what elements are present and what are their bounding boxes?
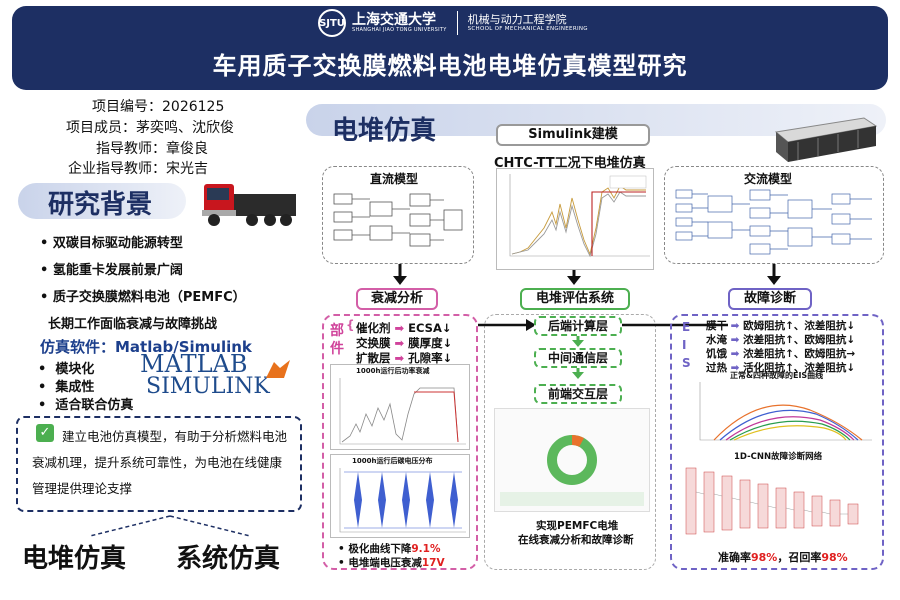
bg-bullet-2: • 氢能重卡发展前景广阔 [40, 263, 183, 278]
project-advisor: 指导教师：章俊良 [96, 141, 208, 157]
fault-diagnosis-label: 故障诊断 [728, 288, 812, 310]
footer-stack-sim: 电堆仿真 [22, 544, 127, 574]
deg-row-2: 交换膜 ➡ 膜厚度↓ [356, 336, 453, 350]
arrow-layer-2 [572, 368, 584, 379]
conclusion-box [16, 416, 302, 512]
bg-bullet-4: 长期工作面临衰减与故障挑战 [48, 317, 218, 332]
software-line: 仿真软件：Matlab/Simulink [40, 338, 252, 356]
dc-model-box [322, 166, 474, 264]
stack-title: 电堆仿真 [332, 116, 437, 146]
conclusion-text: 建立电池仿真模型，有助于分析燃料电池衰减机理，提升系统可靠性，为电池在线健康管理… [32, 429, 288, 496]
layer-frontend: 前端交互层 [534, 384, 622, 404]
logo-divider [456, 11, 458, 35]
eval-caption-1: 实现PEMFC电堆 [536, 520, 619, 532]
check-icon: ✓ [36, 424, 54, 442]
arrow-ac-to-fault [767, 264, 781, 285]
layer-backend: 后端计算层 [534, 316, 622, 336]
voltage-dist-chart [330, 454, 470, 538]
deg-result-2: • 电堆端电压衰减17V [338, 557, 445, 569]
school-name-en: SCHOOL OF MECHANICAL ENGINEERING [467, 26, 588, 33]
cnn-diagram [685, 467, 859, 535]
voltage-dist-plot [339, 468, 466, 533]
feature-2: • 集成性 [38, 380, 95, 395]
project-id: 项目编号：2026125 [92, 99, 225, 115]
power-decay-chart [330, 364, 470, 450]
arrow-chtc-to-eval [567, 270, 581, 285]
matlab-logo-text: MATLAB [140, 350, 248, 378]
power-decay-title: 1000h运行后功率衰减 [356, 367, 430, 375]
university-name-en: SHANGHAI JIAO TONG UNIVERSITY [352, 26, 447, 33]
fault-row-3: 饥饿 ➡ 浓差阻抗↑、欧姆阻抗→ [706, 348, 856, 360]
arrow-dc-to-degradation [393, 264, 407, 285]
eval-caption-2: 在线衰减分析和故障诊断 [518, 534, 634, 546]
university-seal-icon: SJTU [318, 9, 346, 37]
layer-middleware: 中间通信层 [534, 348, 622, 368]
eis-chart-title: 正常&四种故障的EIS曲线 [730, 371, 824, 380]
cnn-title: 1D-CNN故障诊断网络 [734, 452, 823, 462]
degradation-label: 衰减分析 [356, 288, 438, 310]
voltage-dist-title: 1000h运行后碳电压分布 [352, 457, 433, 465]
deg-row-1: 催化剂 ➡ ECSA↓ [356, 321, 452, 335]
feature-3: • 适合联合仿真 [38, 398, 134, 413]
fault-row-1: 膜干 ➡ 欧姆阻抗↑、浓差阻抗↓ [706, 320, 856, 332]
simulink-logo-text: SIMULINK [146, 374, 270, 399]
background-title-pill [18, 183, 186, 219]
power-decay-plot [339, 378, 466, 445]
stack-hardware-icon [774, 117, 878, 162]
dc-model-title: 直流模型 [370, 172, 419, 186]
deg-row-3: 扩散层 ➡ 孔隙率↓ [356, 351, 453, 365]
truck-icon [202, 184, 296, 226]
header-banner [12, 6, 888, 90]
ac-model-diagram [675, 189, 872, 255]
deg-result-1: • 极化曲线下降9.1% [338, 543, 441, 555]
feature-1: • 模块化 [38, 362, 95, 377]
eis-chart-plot [699, 382, 872, 441]
university-logo: SJTU 上海交通大学 SHANGHAI JIAO TONG UNIVERSIT… [318, 8, 588, 38]
matlab-membrane-icon [266, 360, 290, 378]
chtc-title: CHTC-TT工况下电堆仿真 [494, 156, 646, 171]
eval-panel [484, 314, 656, 570]
bg-bullet-1: • 双碳目标驱动能源转型 [40, 236, 183, 251]
accuracy-line: 准确率98%，召回率98% [718, 551, 848, 564]
eval-system-label: 电堆评估系统 [520, 288, 630, 310]
fault-row-4: 过热 ➡ 活化阻抗↑、浓差阻抗↓ [706, 362, 856, 374]
degradation-panel [322, 314, 478, 570]
fault-panel [670, 314, 884, 570]
fault-row-2: 水淹 ➡ 浓差阻抗↑、欧姆阻抗↓ [706, 334, 856, 346]
eval-dashboard-donut [500, 435, 644, 506]
bg-bullet-3: • 质子交换膜燃料电池（PEMFC） [40, 290, 246, 305]
arrow-layer-1 [572, 336, 584, 347]
poster-title: 车用质子交换膜燃料电池电堆仿真模型研究 [212, 52, 688, 80]
parts-label: 部件 [330, 323, 344, 357]
chtc-chart-plot [509, 174, 650, 258]
background-title: 研究背景 [48, 190, 153, 220]
project-members: 项目成员：茅奕鸣、沈欣俊 [66, 120, 234, 136]
footer-system-sim: 系统仿真 [176, 544, 281, 574]
simulink-modeling-box: Simulink建模 [496, 124, 650, 146]
matlab-simulink-logo: MATLAB SIMULINK [140, 352, 300, 402]
dc-model-diagram [333, 193, 463, 247]
company-advisor: 企业指导教师：宋光吉 [68, 161, 208, 177]
parts-bracket: { [346, 318, 355, 332]
ac-model-title: 交流模型 [744, 172, 793, 186]
school-name-cn: 机械与动力工程学院 [467, 12, 567, 26]
university-name-cn: 上海交通大学 [352, 12, 436, 29]
ac-model-box [664, 166, 884, 264]
